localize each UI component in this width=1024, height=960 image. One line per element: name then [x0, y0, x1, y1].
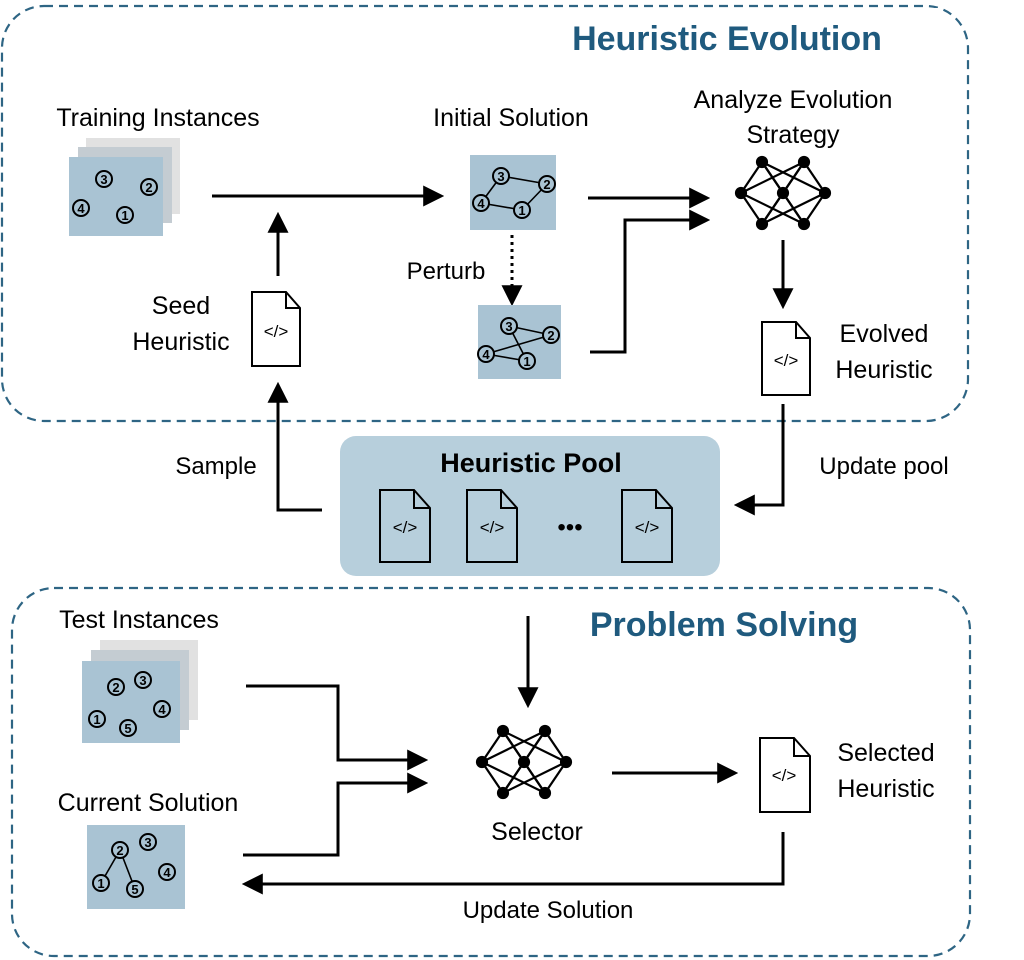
instance-node: 2	[107, 678, 125, 696]
graph-node: 2	[111, 841, 129, 859]
heuristic-pool-title: Heuristic Pool	[440, 448, 622, 478]
perturb-label: Perturb	[407, 258, 486, 285]
sample-arrow	[267, 381, 322, 512]
sample-label: Sample	[175, 453, 256, 480]
perturbed-solution-graph: 3 2 4 1	[477, 305, 561, 379]
update-pool-label: Update pool	[819, 453, 948, 480]
svg-text:4: 4	[477, 196, 485, 211]
initial-solution-graph: 3 2 4 1	[470, 155, 556, 230]
svg-text:1: 1	[523, 354, 530, 369]
test-instances-stack: 2 3 4 1 5	[82, 640, 198, 743]
current-to-selector-arrow	[243, 772, 429, 857]
svg-text:2: 2	[112, 680, 119, 695]
training-instances-label: Training Instances	[56, 104, 259, 132]
graph-node: 3	[500, 317, 518, 335]
svg-text:4: 4	[158, 702, 166, 717]
test-to-selector-arrow	[246, 684, 429, 771]
instance-node: 1	[116, 206, 134, 224]
svg-text:2: 2	[547, 328, 554, 343]
svg-text:1: 1	[93, 712, 100, 727]
svg-text:2: 2	[145, 180, 152, 195]
evolved-heuristic-label-line2: Heuristic	[835, 356, 932, 384]
initial-solution-label: Initial Solution	[433, 104, 589, 132]
heuristic-evolution-title: Heuristic Evolution	[572, 20, 882, 58]
instance-node: 4	[72, 199, 90, 217]
svg-text:2: 2	[116, 843, 123, 858]
evolved-heuristic-label: Evolved	[840, 320, 929, 348]
svg-text:4: 4	[163, 865, 171, 880]
svg-text:</>: </>	[264, 322, 289, 341]
svg-text:</>: </>	[480, 518, 505, 537]
test-instances-label: Test Instances	[59, 606, 219, 634]
graph-node: 1	[518, 352, 536, 370]
svg-text:3: 3	[497, 169, 504, 184]
selected-heuristic-label: Selected	[837, 739, 934, 767]
svg-text:1: 1	[97, 876, 104, 891]
update-solution-arrow	[241, 832, 785, 895]
svg-text:4: 4	[482, 347, 490, 362]
instance-node: 5	[119, 719, 137, 737]
svg-text:</>: </>	[393, 518, 418, 537]
svg-text:</>: </>	[772, 766, 797, 785]
svg-text:1: 1	[518, 203, 525, 218]
analyzer-network-icon	[734, 155, 832, 231]
svg-text:3: 3	[505, 319, 512, 334]
analyze-strategy-label-line2: Strategy	[746, 121, 840, 149]
svg-text:4: 4	[77, 201, 85, 216]
update-pool-arrow	[733, 404, 785, 516]
instance-node: 3	[95, 170, 113, 188]
problem-solving-region	[10, 586, 972, 958]
heuristic-evolution-region	[0, 4, 970, 423]
problem-solving-title: Problem Solving	[590, 606, 858, 644]
graph-node: 4	[477, 345, 495, 363]
pool-heuristic-doc-icon: </>	[466, 489, 518, 563]
selector-label: Selector	[491, 818, 583, 846]
svg-text:1: 1	[121, 208, 128, 223]
pool-heuristic-doc-icon: </>	[379, 489, 431, 563]
analyze-strategy-label: Analyze Evolution	[694, 86, 893, 114]
svg-text:3: 3	[100, 172, 107, 187]
svg-text:5: 5	[124, 721, 131, 736]
svg-text:3: 3	[144, 835, 151, 850]
graph-node: 4	[472, 194, 490, 212]
heuristic-pool-panel	[340, 436, 720, 576]
instance-node: 4	[153, 700, 171, 718]
seed-heuristic-label-line2: Heuristic	[132, 328, 229, 356]
current-solution-label: Current Solution	[58, 789, 239, 817]
graph-node: 2	[538, 175, 556, 193]
graph-node: 4	[158, 863, 176, 881]
svg-text:5: 5	[131, 882, 138, 897]
graph-node: 2	[542, 326, 560, 344]
current-solution-graph: 2 3 4 1 5	[87, 825, 185, 909]
training-instances-stack: 3 2 4 1	[69, 138, 180, 236]
seed-heuristic-doc-icon: </>	[251, 291, 301, 367]
instance-node: 2	[140, 178, 158, 196]
evolved-heuristic-doc-icon: </>	[761, 321, 811, 396]
pool-ellipsis: •••	[557, 514, 582, 541]
graph-node: 1	[513, 201, 531, 219]
selector-network-icon	[475, 724, 573, 800]
graph-node: 3	[492, 167, 510, 185]
graph-node: 1	[92, 874, 110, 892]
instance-node: 1	[88, 710, 106, 728]
instance-node: 3	[134, 671, 152, 689]
perturbed-to-analyzer-arrow	[590, 209, 711, 354]
svg-text:</>: </>	[635, 518, 660, 537]
svg-text:2: 2	[543, 177, 550, 192]
selected-heuristic-doc-icon: </>	[759, 737, 811, 813]
graph-node: 5	[126, 880, 144, 898]
pool-heuristic-doc-icon: </>	[621, 489, 673, 563]
update-solution-label: Update Solution	[463, 897, 634, 924]
svg-text:</>: </>	[774, 351, 799, 370]
graph-node: 3	[139, 833, 157, 851]
selected-heuristic-label-line2: Heuristic	[837, 775, 934, 803]
svg-text:3: 3	[139, 673, 146, 688]
seed-heuristic-label: Seed	[152, 292, 210, 320]
